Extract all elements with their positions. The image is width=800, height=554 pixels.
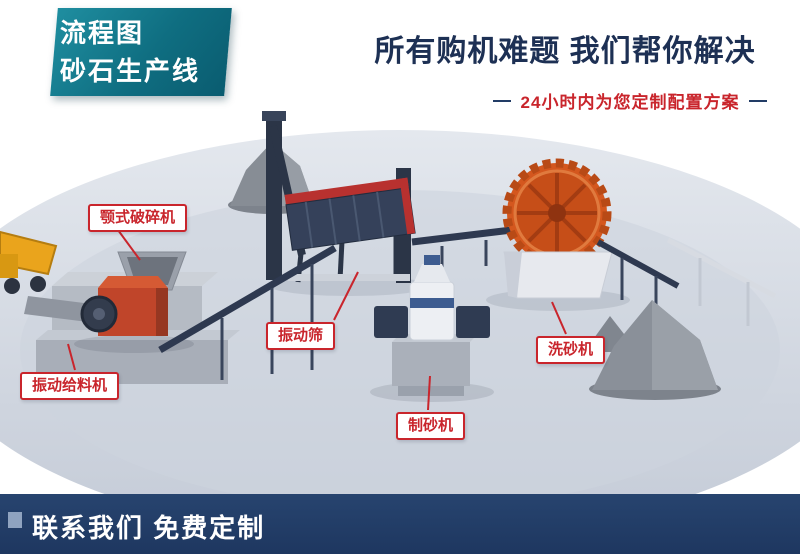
vibrating-screen-illustration [270, 177, 430, 296]
subtitle-rule-right [749, 99, 768, 102]
sand-washer-illustration [486, 158, 630, 311]
label-vibrating-feeder: 振动给料机 [20, 372, 120, 400]
label-jaw-crusher: 颚式破碎机 [88, 204, 188, 232]
contact-cta-banner[interactable]: 联系我们 免费定制 [0, 494, 800, 554]
page-title: 所有购机难题 我们帮你解决 [374, 35, 756, 68]
badge-line2: 砂石生产线 [60, 56, 201, 86]
sand-piles-right [584, 300, 721, 400]
footer-accent-square [8, 512, 22, 528]
page-subtitle: 24小时内为您定制配置方案 [520, 93, 740, 112]
dump-truck [0, 230, 58, 294]
contact-cta-text: 联系我们 免费定制 [32, 513, 266, 543]
label-leader-lines [67, 229, 567, 411]
subtitle-row: 24小时内为您定制配置方案 [470, 88, 790, 113]
subtitle-rule-left [492, 99, 511, 102]
sand-maker-illustration [370, 255, 494, 402]
badge-line1: 流程图 [60, 18, 145, 48]
label-sand-making-machine: 制砂机 [396, 412, 466, 440]
label-vibrating-screen: 振动筛 [266, 322, 336, 350]
label-sand-washing-machine: 洗砂机 [536, 336, 606, 364]
badge-text: 流程图 砂石生产线 [60, 14, 230, 90]
